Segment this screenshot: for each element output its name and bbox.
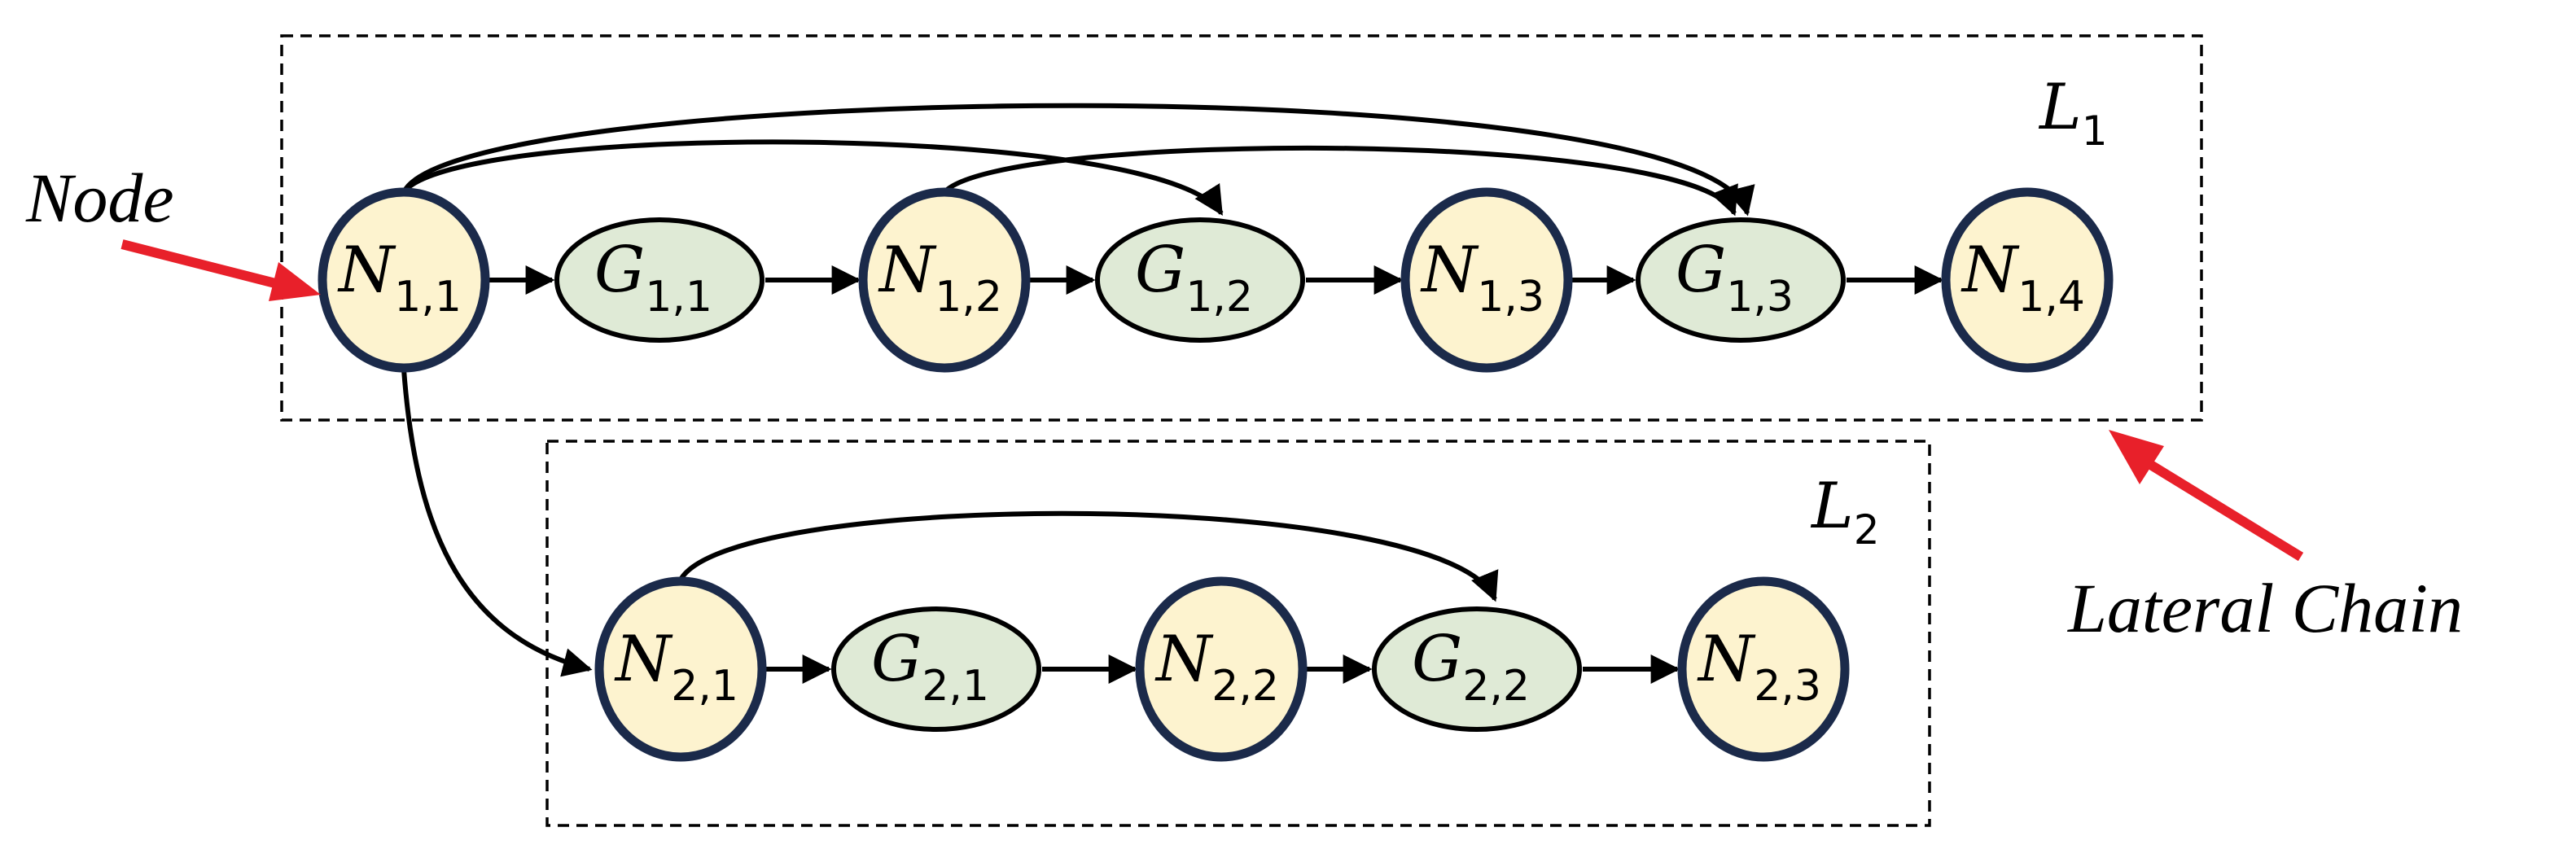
- node-label: N2,1: [614, 623, 738, 711]
- gate-g11: G1,1: [554, 217, 764, 343]
- node-pointer-arrow: [120, 239, 321, 301]
- node-circle: [1941, 187, 2114, 373]
- edge-n11-to-g13: [401, 103, 1755, 217]
- node-label: N1,3: [1420, 234, 1544, 322]
- gate-g22: G2,2: [1372, 606, 1582, 732]
- node-circle: [1135, 576, 1308, 762]
- edge-n11-to-g12: [401, 139, 1224, 217]
- node-layer: N1,1 G1,1 N1,2 G1,2 N1,3 G1,3 N1,4N2,1 G2,1 N2,2…: [318, 187, 2114, 762]
- gate-ellipse: [1636, 217, 1846, 343]
- node-label: G1,3: [1676, 234, 1794, 322]
- chain-label-l2: L2: [1810, 470, 1880, 554]
- node-label: G2,2: [1412, 623, 1530, 711]
- edge-layer: [401, 103, 1944, 684]
- node-label: G1,1: [594, 234, 712, 322]
- node-label: N2,2: [1154, 623, 1279, 711]
- node-circle: [1400, 187, 1573, 373]
- node-label: G2,1: [871, 623, 989, 711]
- lateral-chain-annotation-label: Lateral Chain: [2066, 569, 2463, 647]
- edge-n21-to-g22: [678, 510, 1499, 602]
- node-n21: N2,1: [594, 576, 767, 762]
- node-n22: N2,2: [1135, 576, 1308, 762]
- chain-pointer-arrow: [2109, 430, 2304, 562]
- node-label: N1,4: [1960, 234, 2085, 322]
- node-n23: N2,3: [1677, 576, 1850, 762]
- node-label: G1,2: [1135, 234, 1253, 322]
- node-label: N1,1: [337, 234, 462, 322]
- gate-ellipse: [1372, 606, 1582, 732]
- node-circle: [1677, 576, 1850, 762]
- node-annotation-label: Node: [25, 159, 174, 237]
- edge-n12-to-g13: [942, 145, 1738, 217]
- node-circle: [594, 576, 767, 762]
- node-n14: N1,4: [1941, 187, 2114, 373]
- chain-frame-l1: [280, 34, 2203, 422]
- node-n11: N1,1: [318, 187, 490, 373]
- gate-ellipse: [1095, 217, 1305, 343]
- node-circle: [318, 187, 490, 373]
- node-label: N2,3: [1697, 623, 1821, 711]
- gate-ellipse: [831, 606, 1041, 732]
- node-n13: N1,3: [1400, 187, 1573, 373]
- node-circle: [858, 187, 1031, 373]
- chain-label-l1: L1: [2038, 71, 2108, 155]
- gate-ellipse: [554, 217, 764, 343]
- gate-g13: G1,3: [1636, 217, 1846, 343]
- chain-frame-l2: [545, 440, 1931, 827]
- node-label: N1,2: [878, 234, 1002, 322]
- gate-g12: G1,2: [1095, 217, 1305, 343]
- edge-n11-to-n21: [401, 369, 593, 677]
- node-n12: N1,2: [858, 187, 1031, 373]
- gate-g21: G2,1: [831, 606, 1041, 732]
